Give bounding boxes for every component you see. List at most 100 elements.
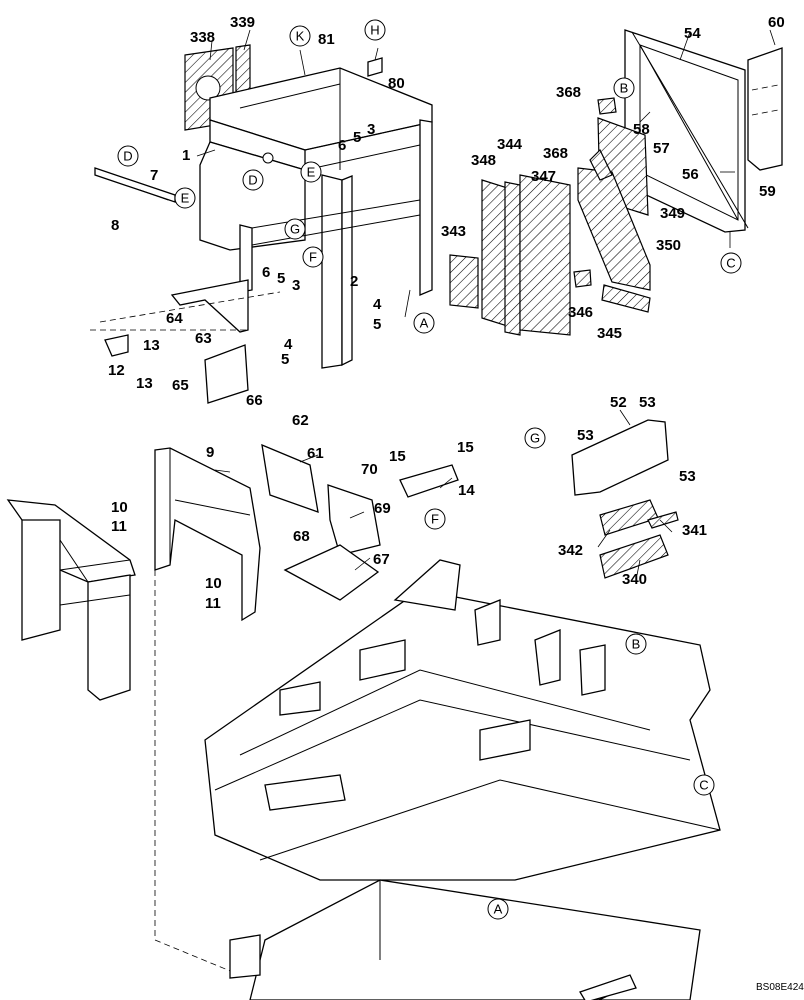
part-label-58: 58 (633, 121, 650, 138)
part-label-5: 5 (353, 129, 361, 146)
ref-circle-b (625, 633, 647, 655)
ref-circle-g (524, 427, 546, 449)
part-label-5: 5 (373, 316, 381, 333)
part-label-53: 53 (577, 427, 594, 444)
part-label-10: 10 (205, 575, 222, 592)
part-label-14: 14 (458, 482, 475, 499)
ref-circle-c (693, 774, 715, 796)
ref-circle-g (284, 218, 306, 240)
part-label-12: 12 (108, 362, 125, 379)
ref-circle-f (424, 508, 446, 530)
ref-circle-c (720, 252, 742, 274)
main-frame-assembly (90, 44, 433, 404)
part-label-52: 52 (610, 394, 627, 411)
part-label-3: 3 (367, 121, 375, 138)
ref-letter-d: D (248, 173, 257, 188)
part-label-368: 368 (543, 145, 568, 162)
part-label-59: 59 (759, 183, 776, 200)
part-label-340: 340 (622, 571, 647, 588)
ref-letter-h: H (370, 23, 379, 38)
foam-342 (599, 499, 659, 536)
ref-circle-a (413, 312, 435, 334)
part-label-2: 2 (350, 273, 358, 290)
foam-345 (601, 284, 651, 313)
part-label-6: 6 (262, 264, 270, 281)
foam-368b (589, 148, 613, 181)
part-label-64: 64 (166, 310, 183, 327)
part-label-68: 68 (293, 528, 310, 545)
part-label-66: 66 (246, 392, 263, 409)
ref-circle-k (289, 25, 311, 47)
ref-letter-a: A (420, 316, 429, 331)
foam-344 (504, 181, 521, 336)
ref-letter-k: K (296, 29, 305, 44)
part-label-5: 5 (281, 351, 289, 368)
part-label-342: 342 (558, 542, 583, 559)
part-label-345: 345 (597, 325, 622, 342)
part-label-346: 346 (568, 304, 593, 321)
part-label-350: 350 (656, 237, 681, 254)
ref-letter-b: B (632, 637, 641, 652)
part-label-343: 343 (441, 223, 466, 240)
part-label-65: 65 (172, 377, 189, 394)
foam-346 (573, 269, 592, 288)
part-label-347: 347 (531, 168, 556, 185)
radiator-cover-assembly (449, 29, 783, 336)
part-label-6: 6 (338, 137, 346, 154)
cover-59 (747, 47, 783, 171)
part-label-60: 60 (768, 14, 785, 31)
part-label-69: 69 (374, 500, 391, 517)
bracket-61 (261, 443, 319, 513)
bracket-52 (571, 419, 669, 496)
part-label-81: 81 (318, 31, 335, 48)
foam-350 (577, 167, 651, 291)
chassis (204, 559, 721, 1000)
part-label-3: 3 (292, 277, 300, 294)
part-label-344: 344 (497, 136, 523, 153)
part-label-339: 339 (230, 14, 255, 31)
ref-letter-f: F (309, 250, 317, 265)
plate-67 (283, 544, 380, 601)
part-label-9: 9 (206, 444, 214, 461)
foam-341 (647, 511, 679, 529)
part-label-80: 80 (388, 75, 405, 92)
part-label-8: 8 (111, 217, 119, 234)
ref-letter-b: B (620, 81, 629, 96)
ref-letter-c: C (699, 778, 708, 793)
ref-circle-f (302, 246, 324, 268)
part-label-10: 10 (111, 499, 128, 516)
ref-letter-a: A (494, 902, 503, 917)
part-label-53: 53 (639, 394, 656, 411)
part-label-5: 5 (277, 270, 285, 287)
ref-letter-g: G (290, 222, 300, 237)
ref-letter-f: F (431, 512, 439, 527)
part-label-13: 13 (143, 337, 160, 354)
part-label-57: 57 (653, 140, 670, 157)
ref-circle-e (300, 161, 322, 183)
part-label-15: 15 (457, 439, 474, 456)
ref-letter-c: C (726, 256, 735, 271)
part-label-348: 348 (471, 152, 496, 169)
part-label-63: 63 (195, 330, 212, 347)
part-label-56: 56 (682, 166, 699, 183)
ref-letter-d: D (123, 149, 132, 164)
ref-circle-d (242, 169, 264, 191)
foam-347 (519, 174, 571, 336)
part-label-338: 338 (190, 29, 215, 46)
part-label-54: 54 (684, 25, 701, 42)
ref-letter-e: E (181, 191, 190, 206)
part-label-4: 4 (284, 336, 293, 353)
foam-340 (599, 534, 669, 579)
ref-circle-h (364, 19, 386, 41)
ref-letter-g: G (530, 431, 540, 446)
ref-letter-e: E (307, 165, 316, 180)
part-label-349: 349 (660, 205, 685, 222)
middle-assembly (6, 419, 679, 976)
part-label-11: 11 (205, 595, 221, 612)
part-label-70: 70 (361, 461, 378, 478)
ref-circle-a (487, 898, 509, 920)
part-label-67: 67 (373, 551, 390, 568)
leader-lines (139, 29, 776, 576)
